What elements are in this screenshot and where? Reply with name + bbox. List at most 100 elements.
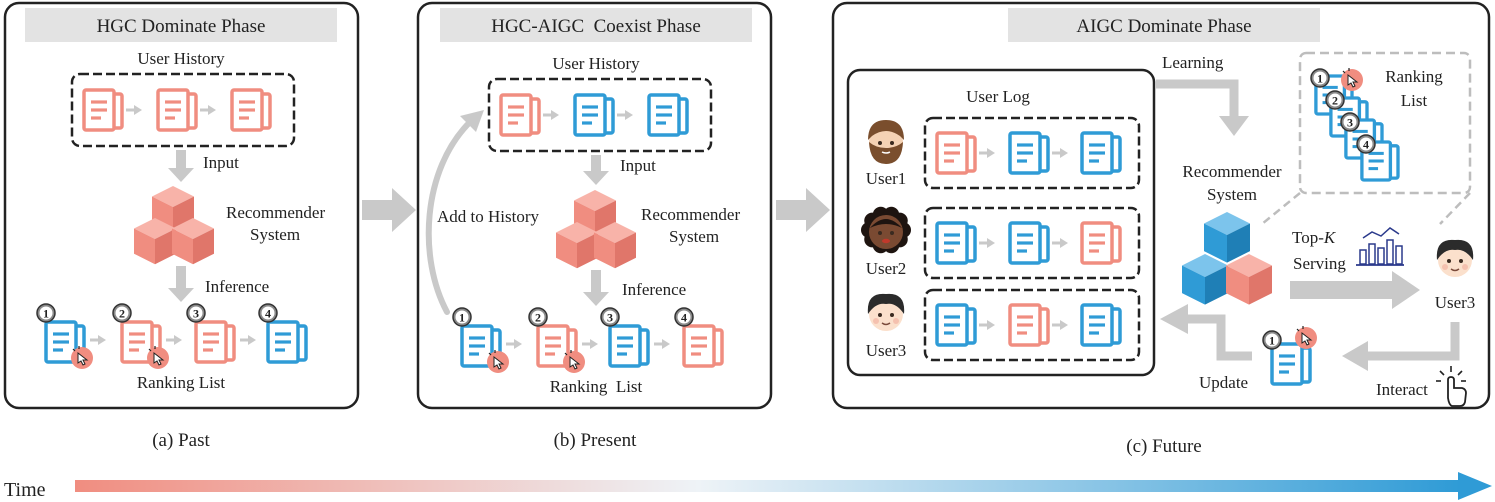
- user3-face-icon: [1436, 239, 1474, 277]
- history-document: [82, 88, 124, 132]
- learning-arrowhead-icon: [1219, 116, 1249, 136]
- user-name-label: User1: [866, 169, 907, 188]
- present-inference-label: Inference: [622, 280, 686, 299]
- phase-arrow-1: [362, 188, 416, 232]
- past-ranking-label: Ranking List: [137, 373, 226, 392]
- future-recommender-line1: Recommender: [1182, 162, 1281, 181]
- user-avatar-icon: [861, 206, 911, 254]
- user3-avatar: [1436, 239, 1474, 277]
- svg-text:4: 4: [265, 307, 271, 321]
- svg-text:1: 1: [43, 307, 49, 321]
- present-inference-arrow: [583, 270, 609, 306]
- panel-future-title: AIGC Dominate Phase: [1076, 16, 1251, 37]
- future-ranking-line2: List: [1401, 91, 1428, 110]
- rank-badge: 3: [1340, 112, 1360, 132]
- svg-text:1: 1: [459, 311, 465, 325]
- rank-badge: 4: [674, 307, 694, 327]
- user-log-label: User Log: [966, 87, 1030, 106]
- user-log-document: [1080, 131, 1122, 175]
- click-cursor-icon: [1295, 326, 1317, 349]
- user-log-document: [1080, 221, 1122, 265]
- rank-badge: 1: [452, 307, 472, 327]
- caption-past: (a) Past: [152, 430, 210, 451]
- add-to-history-arrowhead-icon: [460, 110, 484, 132]
- user-avatar-icon: [867, 293, 905, 331]
- history-step-arrow: [543, 110, 559, 120]
- history-document: [647, 93, 689, 137]
- update-arrow: [1186, 314, 1252, 361]
- interact-label: Interact: [1376, 380, 1428, 399]
- learning-label: Learning: [1162, 53, 1224, 72]
- ranking-step-arrow: [654, 339, 670, 349]
- user-log-document: [935, 303, 977, 347]
- panel-past-title: HGC Dominate Phase: [97, 16, 266, 37]
- present-add-history-label: Add to History: [437, 207, 540, 226]
- history-document: [230, 88, 272, 132]
- ranking-document: [608, 324, 650, 368]
- svg-text:1: 1: [1269, 334, 1275, 348]
- past-recommender-line2: System: [250, 225, 300, 244]
- user-log-step-arrow: [979, 238, 995, 248]
- rank-badge: 1: [1262, 330, 1282, 350]
- click-cursor-icon: [71, 346, 93, 369]
- rank-badge: 1: [36, 303, 56, 323]
- past-history-label: User History: [137, 49, 225, 68]
- ranking-document: [682, 324, 724, 368]
- update-document: 1: [1262, 326, 1317, 386]
- user-log-document: [1008, 221, 1050, 265]
- time-gradient-bar: [75, 480, 1460, 492]
- learning-arrow: [1156, 79, 1239, 118]
- serving-label: Serving: [1293, 254, 1346, 273]
- present-input-label: Input: [620, 156, 656, 175]
- past-inference-arrow: [168, 266, 194, 302]
- user-name-label: User2: [866, 259, 907, 278]
- user-log-step-arrow: [1052, 320, 1068, 330]
- ranking-document: [194, 320, 236, 364]
- svg-text:2: 2: [119, 307, 125, 321]
- user-log-step-arrow: [979, 320, 995, 330]
- svg-text:4: 4: [1363, 138, 1369, 152]
- user-name-label: User3: [866, 341, 907, 360]
- topk-label: Top-K: [1292, 228, 1337, 247]
- rank-badge: 2: [1325, 90, 1345, 110]
- past-history-list: [82, 88, 272, 132]
- user-avatar-icon: [868, 120, 904, 164]
- user-log-step-arrow: [979, 148, 995, 158]
- rank-badge: 4: [1356, 134, 1376, 154]
- present-ranking-list: 1 2 3 4: [452, 307, 724, 373]
- caption-future: (c) Future: [1126, 436, 1201, 457]
- present-recommender-cubes-icon: [556, 190, 636, 269]
- interact-arrow: [1366, 322, 1460, 361]
- history-document: [156, 88, 198, 132]
- history-step-arrow: [200, 105, 216, 115]
- user-log-step-arrow: [1052, 148, 1068, 158]
- future-recommender-line2: System: [1207, 185, 1257, 204]
- ranking-step-arrow: [166, 335, 182, 345]
- past-input-arrow: [168, 150, 194, 182]
- present-recommender-line2: System: [669, 227, 719, 246]
- svg-text:4: 4: [681, 311, 687, 325]
- hand-click-icon: [1436, 366, 1467, 407]
- ranking-step-arrow: [90, 335, 106, 345]
- present-recommender-line1: Recommender: [641, 205, 740, 224]
- rank-badge: 1: [1310, 68, 1330, 88]
- svg-text:3: 3: [607, 311, 613, 325]
- rank-badge: 2: [112, 303, 132, 323]
- user-log-step-arrow: [1052, 238, 1068, 248]
- history-step-arrow: [617, 110, 633, 120]
- present-input-arrow: [583, 155, 609, 185]
- past-recommender-cubes-icon: [134, 186, 214, 265]
- past-inference-label: Inference: [205, 277, 269, 296]
- present-ranking-label: Ranking List: [550, 377, 643, 396]
- ranking-document: [266, 320, 308, 364]
- caption-present: (b) Present: [554, 430, 638, 451]
- user3-label-right: User3: [1435, 293, 1476, 312]
- history-step-arrow: [126, 105, 142, 115]
- svg-text:2: 2: [535, 311, 541, 325]
- user-log-document: [935, 221, 977, 265]
- past-recommender-line1: Recommender: [226, 203, 325, 222]
- rank-badge: 4: [258, 303, 278, 323]
